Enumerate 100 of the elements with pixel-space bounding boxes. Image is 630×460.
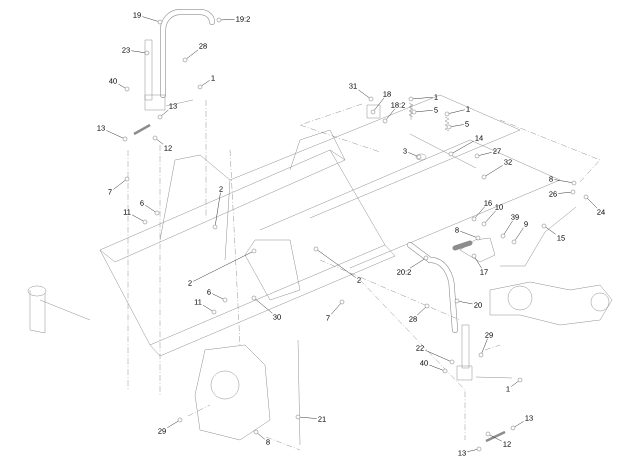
fastener-part (542, 224, 546, 228)
fastener-part (518, 378, 522, 382)
fastener-part (500, 234, 506, 238)
leader-line (202, 80, 210, 86)
fastener-part (296, 414, 300, 420)
fastener-part (442, 368, 448, 374)
leader-line (131, 50, 146, 53)
fastener-part (416, 154, 422, 160)
leader-line (504, 220, 513, 234)
fastener-part (252, 248, 256, 254)
leader-line (546, 227, 556, 234)
leader-line (331, 303, 341, 314)
fastener-part (482, 174, 486, 180)
leader-line (374, 98, 384, 110)
fastener-part (124, 176, 130, 182)
fastener-part (158, 114, 162, 120)
leader-line (425, 350, 450, 362)
leader-line (212, 293, 224, 300)
fastener-part (486, 432, 490, 436)
leader-line (186, 50, 198, 59)
fastener-part (382, 118, 388, 124)
leader-line (482, 338, 488, 354)
fastener-part (212, 310, 216, 314)
fastener-part (510, 426, 516, 430)
leader-line (167, 420, 178, 428)
fastener-part (124, 86, 130, 92)
leader-line (429, 364, 444, 370)
leader-line (257, 433, 265, 440)
fastener-part (212, 224, 218, 230)
leader-line (486, 165, 503, 176)
leader-line (452, 140, 474, 154)
leader-line (587, 198, 598, 208)
leader-line (193, 252, 252, 282)
fastener-part (424, 256, 428, 260)
leader-line (221, 19, 235, 20)
leader-line (300, 416, 317, 419)
leader-line (416, 307, 426, 316)
fastener-part (222, 298, 228, 302)
leader-line (156, 139, 164, 144)
fastener-part (478, 352, 484, 358)
leader-line (515, 228, 524, 240)
fastener-part (142, 220, 148, 224)
leader-line (410, 258, 424, 268)
leader-line (145, 204, 156, 212)
fastener-part (450, 360, 454, 364)
fastener-part (122, 136, 128, 142)
leader-line (475, 206, 485, 218)
fastener-part (472, 254, 476, 258)
leader-line (202, 304, 212, 312)
fastener-part (154, 210, 160, 216)
fastener-part (512, 240, 516, 244)
fastener-part (152, 136, 158, 140)
leader-line (514, 421, 524, 428)
leader-line (132, 214, 144, 222)
leader-line (458, 301, 473, 304)
fastener-part (314, 246, 318, 252)
fastener-part (444, 112, 450, 116)
fastener-part (370, 110, 376, 114)
fastener-part (572, 180, 576, 186)
leader-line (161, 110, 169, 116)
leader-line (490, 434, 502, 442)
leader-line (511, 381, 518, 387)
fastener-part (476, 446, 482, 452)
leader-line (118, 84, 126, 88)
fastener-part (368, 96, 374, 102)
fastener-part (178, 418, 182, 422)
leader-line (318, 250, 356, 278)
fastener-part (254, 430, 258, 434)
leader-line (408, 152, 418, 156)
leader-line (478, 152, 492, 156)
fastener-part (340, 300, 344, 304)
leader-line (215, 192, 221, 226)
leader-line (386, 108, 396, 120)
fastener-part (584, 194, 588, 200)
leader-line (416, 110, 433, 112)
fastener-part (198, 84, 202, 90)
fastener-part (472, 216, 476, 222)
fastener-part (158, 20, 162, 24)
leader-line (474, 258, 482, 268)
fastener-part (570, 190, 576, 194)
leader-line (460, 231, 476, 238)
fastener-part (482, 222, 486, 226)
leader-line (485, 210, 496, 223)
fastener-part (412, 110, 416, 114)
fastener-part (476, 236, 480, 240)
fastener-part (408, 96, 414, 102)
fastener-part (448, 152, 454, 156)
leader-line (106, 130, 124, 138)
fastener-part (144, 50, 150, 56)
fastener-part (446, 124, 452, 130)
fastener-part (182, 58, 188, 62)
fastener-part (474, 154, 480, 158)
leader-line (413, 97, 433, 100)
leader-line (448, 110, 465, 114)
leader-line (554, 179, 572, 183)
fastener-part (252, 296, 256, 300)
leader-line (256, 299, 273, 314)
fastener-part (424, 304, 430, 308)
leader-line (113, 180, 126, 190)
leader-line (558, 192, 572, 194)
